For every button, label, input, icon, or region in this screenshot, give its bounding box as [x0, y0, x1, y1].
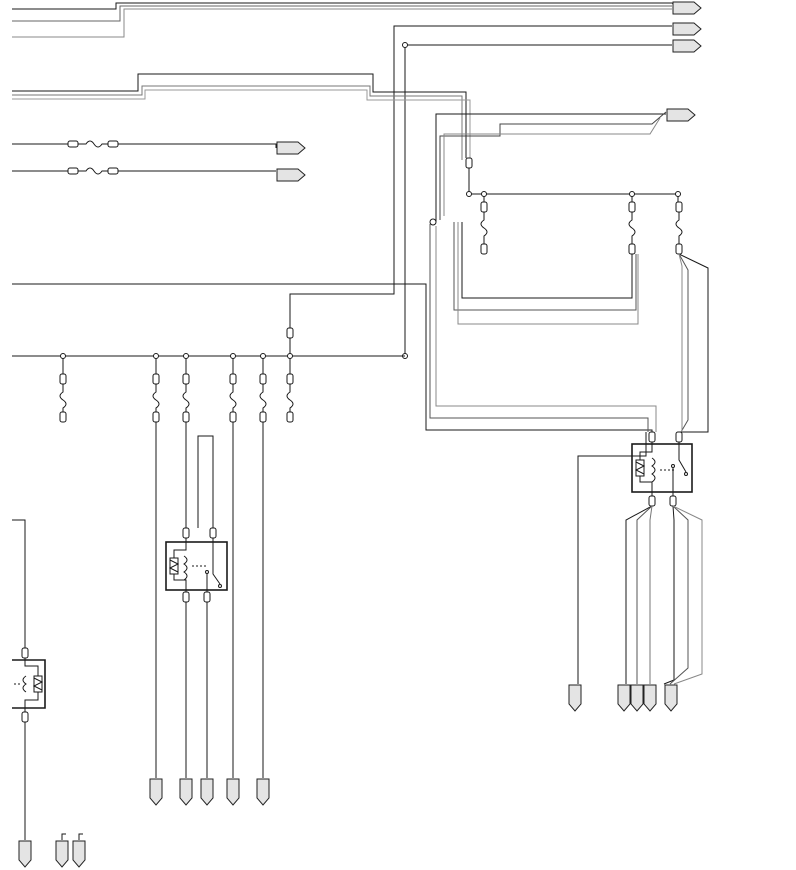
offsheet-connector-bottom-156: [149, 778, 163, 806]
right-ladder: [429, 157, 709, 433]
offsheet-connector-bottom-263: [256, 778, 270, 806]
fuse-line-2: [12, 167, 276, 175]
offsheet-connector-bottom-186: [179, 778, 193, 806]
fuse-679: [675, 191, 709, 433]
offsheet-connector-bottom-62: [55, 840, 69, 868]
fuse-233: [229, 353, 237, 778]
fuse-290: [286, 327, 294, 423]
offsheet-connector-bottom-233: [226, 778, 240, 806]
top-left-wire-group: [12, 2, 677, 38]
offsheet-connector-top-1: [672, 1, 702, 15]
offsheet-connector-bottom-637: [630, 684, 644, 712]
offsheet-connector-bottom-79: [72, 840, 86, 868]
offsheet-connector-bottom-578: [568, 684, 582, 712]
relay-switch-icon: [205, 538, 222, 588]
offsheet-connector-fuse-2: [276, 168, 306, 182]
vertical-feed-wires: [289, 25, 672, 359]
offsheet-connector-bottom-207: [200, 778, 214, 806]
offsheet-connector-bottom-25: [18, 840, 32, 868]
relay-center: [165, 435, 228, 778]
offsheet-connector-top-3: [672, 39, 702, 53]
offsheet-connector-fuse-1: [276, 141, 306, 155]
left-to-right-feed: [12, 224, 657, 432]
offsheet-connector-bottom-671: [664, 684, 678, 712]
relay-right: [577, 431, 703, 685]
fuse-263: [259, 353, 267, 778]
bus-fuse-taps: [59, 327, 294, 778]
relay-coil-icon: [32, 675, 44, 693]
offsheet-connector-top-2: [672, 22, 702, 36]
fuse-line-1: [12, 140, 277, 148]
splice-node-icon: [429, 218, 437, 226]
offsheet-connector-mid-right: [666, 108, 696, 122]
offsheet-connector-bottom-650: [643, 684, 657, 712]
fuse-186: [182, 353, 190, 528]
relay-switch-icon: [671, 442, 688, 476]
relay-coil-icon: [168, 557, 180, 575]
mid-top-bundle: [12, 73, 667, 225]
relay-left-edge: [12, 519, 83, 840]
offsheet-connector-bottom-626: [617, 684, 631, 712]
relay-coil-icon: [634, 459, 646, 477]
fuse-63: [59, 353, 67, 423]
fuse-632: [453, 191, 639, 325]
fuse-484: [480, 191, 488, 255]
fuse-156: [152, 353, 160, 778]
